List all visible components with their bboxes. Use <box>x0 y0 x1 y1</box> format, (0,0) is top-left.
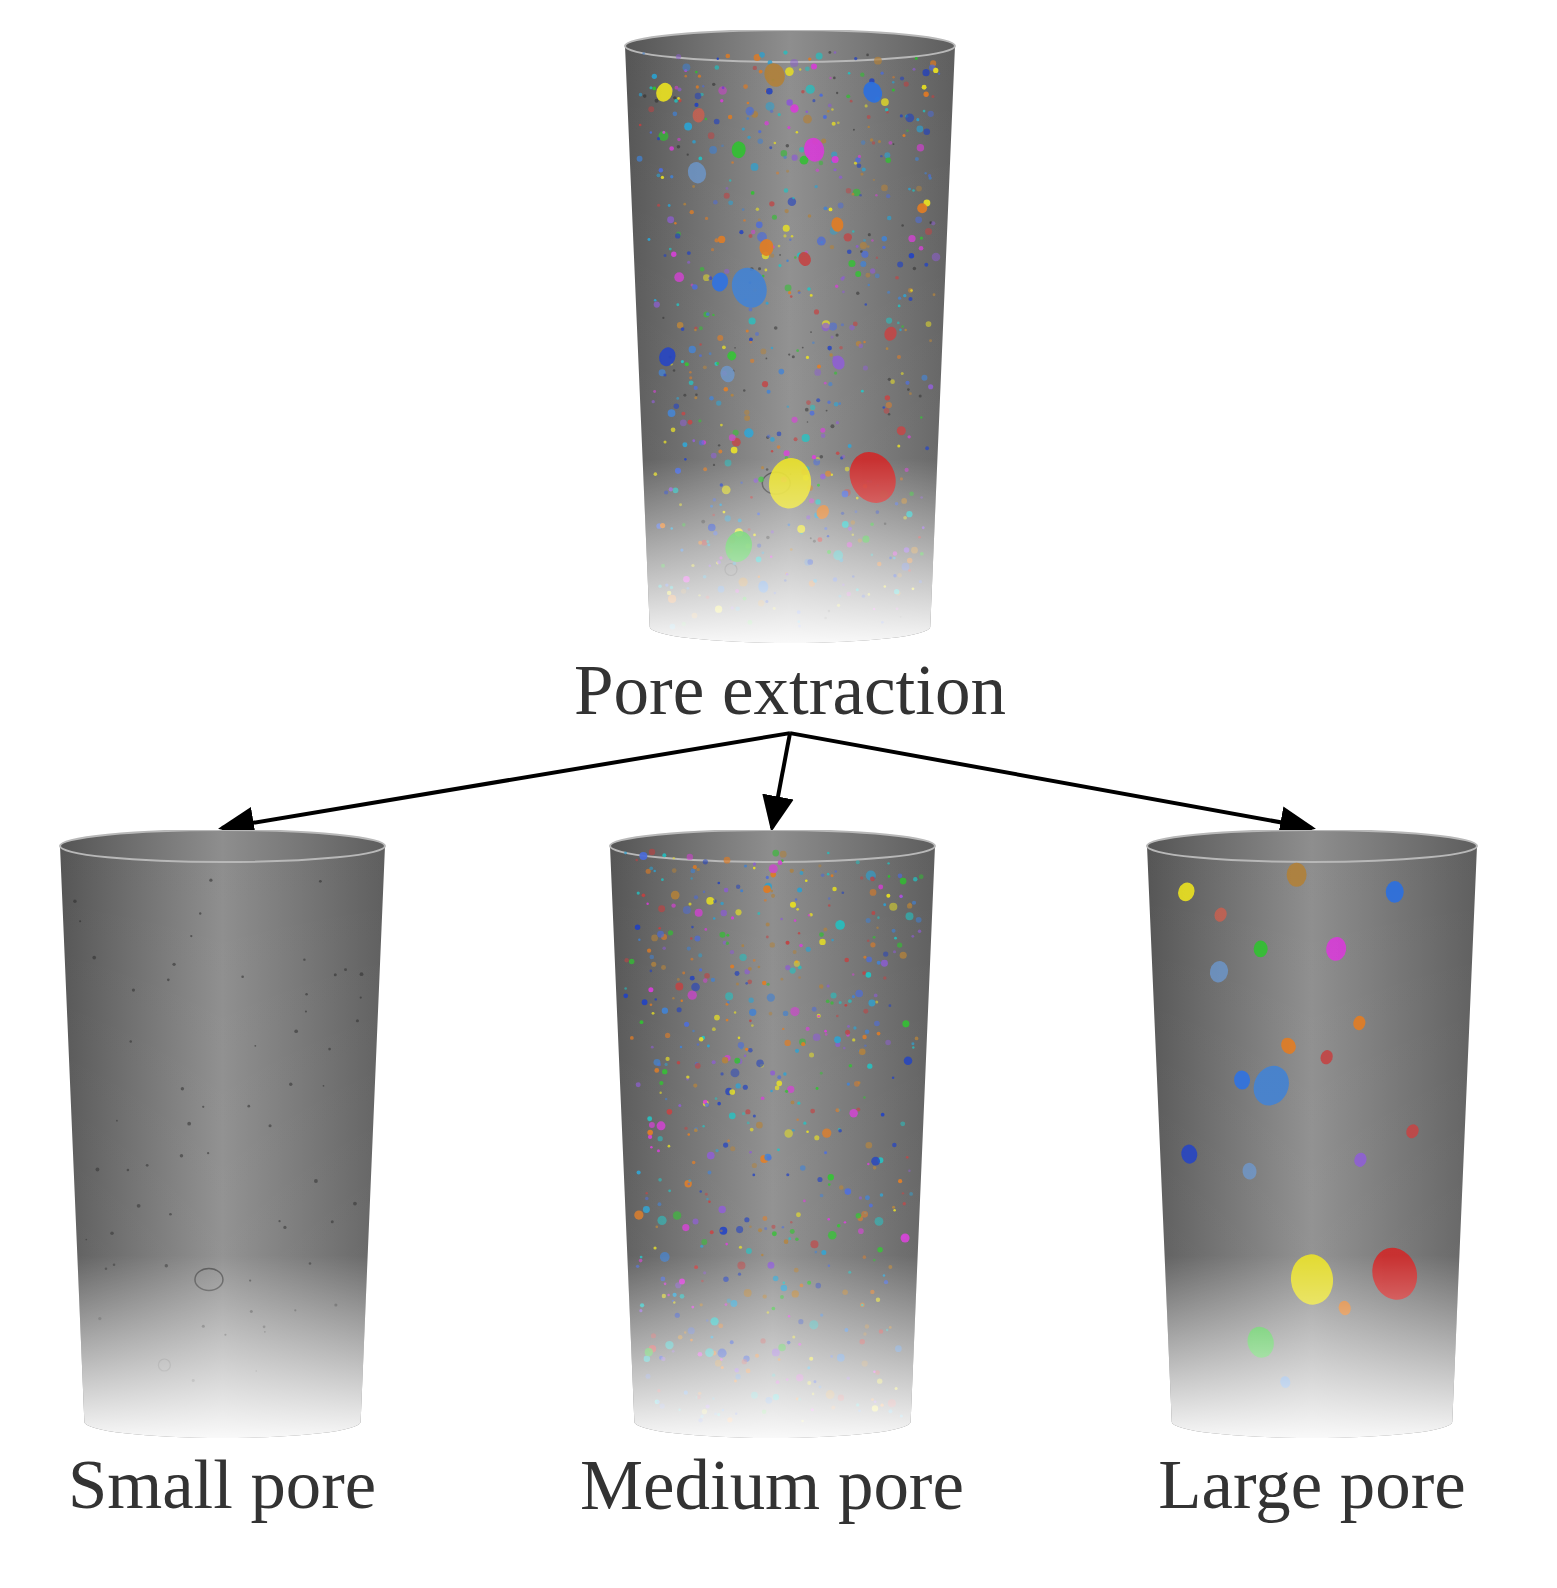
sample-node: Small pore <box>6 830 438 1524</box>
cylinder-fade <box>60 830 385 1438</box>
node-label: Pore extraction <box>486 651 1094 729</box>
cylinder-body <box>60 830 385 1438</box>
ct-cylinder <box>57 830 388 1440</box>
cylinder-fade <box>625 30 955 643</box>
node-label: Small pore <box>6 1446 438 1524</box>
cylinder-body <box>1147 830 1477 1438</box>
cylinder-body <box>625 30 955 643</box>
sample-node: Medium pore <box>508 830 1036 1524</box>
sample-node: Pore extraction <box>486 30 1094 729</box>
cylinder-body <box>610 830 935 1438</box>
cylinder-fade <box>610 830 935 1438</box>
arrow-connector <box>790 733 1312 828</box>
sample-node: Large pore <box>1068 830 1556 1524</box>
node-label: Large pore <box>1068 1446 1556 1524</box>
node-label: Medium pore <box>508 1446 1036 1524</box>
ct-cylinder <box>622 30 958 645</box>
arrow-connector <box>222 733 790 828</box>
ct-cylinder <box>1144 830 1480 1440</box>
arrow-connector <box>772 733 790 828</box>
ct-cylinder <box>607 830 938 1440</box>
cylinder-fade <box>1147 830 1477 1438</box>
